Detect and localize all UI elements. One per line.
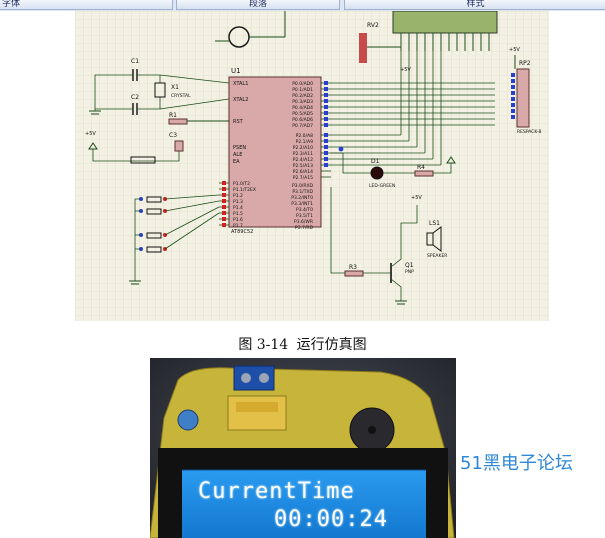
r3-resistor (344, 270, 364, 277)
crystal-label: CRYSTAL (171, 93, 191, 99)
p1-7-pin: P1.7 (233, 223, 243, 229)
lcd-line-2: 00:00:24 (274, 507, 388, 532)
p3-2-pin: P3.2/INT0 (291, 195, 313, 201)
r4-label: R4 (417, 164, 425, 171)
p1-4-pin: P1.4 (233, 205, 243, 211)
rst-pin: RST (233, 119, 244, 125)
lcd-line-1: CurrentTime (198, 479, 355, 504)
p0-3-pin: P0.3/AD3 (292, 99, 313, 105)
rv2-symbol (359, 33, 367, 63)
p2-6-pin: P2.6/A14 (293, 169, 313, 175)
tab-styles[interactable]: 样式 (344, 0, 605, 10)
u1-chip (228, 76, 322, 228)
r1-label: R1 (169, 112, 177, 119)
lcd-module (392, 11, 498, 34)
p2-0-pin: P2.0/A8 (296, 133, 313, 139)
vcc-label-2: +5V (509, 47, 520, 53)
p3-6-pin: P3.6/WR (294, 219, 313, 225)
p3-1-pin: P3.1/TXD (292, 189, 313, 195)
p0-4-pin: P0.4/AD4 (292, 105, 313, 111)
p3-7-pin: P3.7/RD (295, 225, 314, 231)
d1-label: D1 (371, 158, 380, 165)
p2-3-pin: P2.3/A11 (293, 151, 313, 157)
schematic-image: RV2 +5V U1 AT89C52 XTAL1 XTAL2 RST PSEN … (75, 11, 549, 321)
p0-1-pin: P0.1/AD1 (292, 87, 313, 93)
p1-5-pin: P1.5 (233, 211, 243, 217)
figure-caption: 图 3-14 运行仿真图 (0, 334, 605, 354)
lcd-screen (182, 470, 426, 538)
p2-7-pin: P2.7/A15 (293, 175, 313, 181)
p0-7-pin: P0.7/AD7 (292, 123, 313, 129)
c1-label: C1 (131, 58, 139, 65)
potentiometer (177, 409, 199, 431)
p0-2-pin: P0.2/AD2 (292, 93, 313, 99)
p2-5-pin: P2.5/A13 (293, 163, 313, 169)
p0-0-pin: P0.0/AD0 (292, 81, 313, 87)
relay (227, 395, 287, 431)
q1-label: Q1 (405, 262, 414, 269)
ribbon-bar: 字体 段落 样式 (0, 0, 605, 11)
rp2-label: RP2 (519, 60, 531, 67)
p2-1-pin: P2.1/A9 (296, 139, 313, 145)
figure-title: 运行仿真图 (296, 337, 367, 353)
board-photo: CurrentTime 00:00:24 (150, 358, 456, 538)
c3-cap (174, 140, 184, 152)
r1-resistor (168, 118, 188, 125)
r4-resistor (414, 170, 434, 177)
tab-font[interactable]: 字体 (0, 0, 173, 10)
c2-label: C2 (131, 94, 139, 101)
x1-label: X1 (171, 84, 179, 91)
p1-1-pin: P1.1/T2EX (233, 187, 256, 193)
u1-part: AT89C52 (231, 229, 253, 235)
respack-label: RESPACK-8 (517, 129, 541, 135)
p3-4-pin: P3.4/T0 (296, 207, 313, 213)
c3-label: C3 (169, 132, 177, 139)
r3-label: R3 (349, 264, 357, 271)
rp2-respack (516, 68, 530, 128)
speaker-ls1 (426, 232, 434, 246)
p2-2-pin: P2.2/A10 (293, 145, 313, 151)
p1-3-pin: P1.3 (233, 199, 243, 205)
vcc-label-4: +5V (411, 195, 422, 201)
xtal2-pin: XTAL2 (233, 97, 248, 103)
p1-6-pin: P1.6 (233, 217, 243, 223)
key-switches (139, 196, 167, 253)
u1-label: U1 (231, 67, 241, 75)
psen-pin: PSEN (233, 145, 246, 151)
figure-number: 图 3-14 (238, 337, 289, 353)
led-d1 (370, 166, 384, 180)
xtal1-pin: XTAL1 (233, 81, 248, 87)
p0-6-pin: P0.6/AD6 (292, 117, 313, 123)
reset-button (130, 156, 156, 164)
p3-0-pin: P3.0/RXD (292, 183, 314, 189)
p1-0-pin: P1.0/T2 (233, 181, 250, 187)
vcc-label-1: +5V (400, 67, 411, 73)
p3-3-pin: P3.3/INT1 (291, 201, 313, 207)
pnp-label: PNP (405, 269, 414, 275)
rv2-label: RV2 (367, 22, 379, 29)
p0-5-pin: P0.5/AD5 (292, 111, 313, 117)
tab-paragraph[interactable]: 段落 (176, 0, 340, 10)
p2-4-pin: P2.4/A12 (293, 157, 313, 163)
speaker-label: SPEAKER (427, 253, 447, 259)
ale-pin: ALE (233, 152, 242, 158)
led-label: LED-GREEN (369, 183, 395, 189)
p1-2-pin: P1.2 (233, 193, 243, 199)
p3-5-pin: P3.5/T1 (296, 213, 313, 219)
ls1-label: LS1 (429, 220, 440, 227)
forum-watermark: 51黑电子论坛 (460, 453, 573, 474)
vcc-label-3: +5V (85, 131, 96, 137)
ea-pin: EA (233, 159, 240, 165)
